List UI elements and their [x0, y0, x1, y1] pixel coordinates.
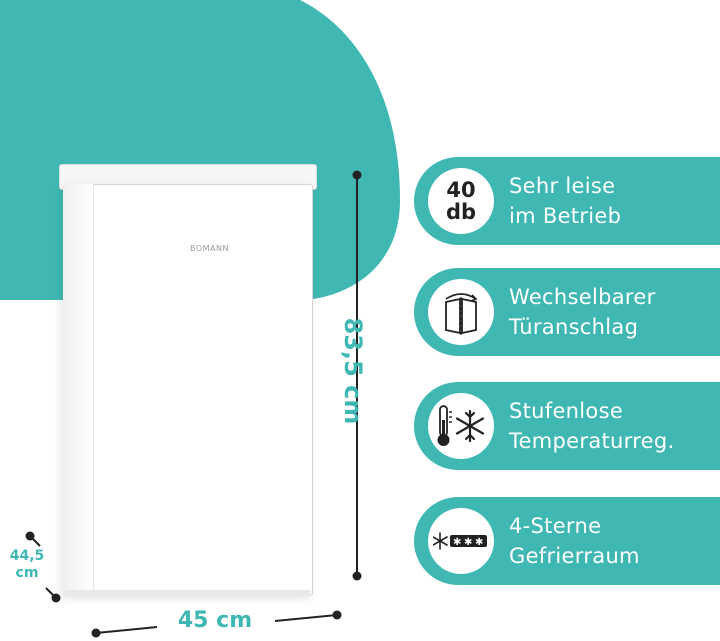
depth-unit: cm — [15, 565, 39, 581]
feature-title: 4-Sterne — [509, 514, 602, 538]
decibel-icon: 40 db — [428, 168, 494, 234]
width-dot-right — [332, 610, 342, 620]
svg-text:✱: ✱ — [453, 537, 461, 548]
depth-label: 44,5 cm — [4, 548, 50, 582]
feature-title: Sehr leise — [509, 174, 616, 198]
feature-title: Stufenlose — [509, 399, 624, 423]
height-dot-bottom — [352, 571, 362, 581]
feature-subtitle: Türanschlag — [509, 315, 639, 339]
depth-dot-bottom — [51, 593, 61, 603]
fridge-base — [65, 590, 311, 596]
door-swap-icon — [428, 279, 494, 345]
depth-value: 44,5 — [9, 548, 45, 564]
thermometer-snowflake-icon — [428, 393, 494, 459]
width-label: 45 cm — [177, 608, 253, 633]
svg-text:✱: ✱ — [464, 537, 472, 548]
feature-pill-door: Wechselbarer Türanschlag — [414, 268, 720, 356]
height-label: 83,5 cm — [339, 317, 367, 425]
decibel-value: 40 — [446, 178, 476, 202]
feature-pill-noise: 40 db Sehr leise im Betrieb — [414, 157, 720, 245]
depth-dot-top — [25, 531, 35, 541]
decibel-unit: db — [445, 200, 477, 224]
four-star-freezer-icon: ✱ ✱ ✱ — [428, 508, 494, 574]
svg-text:✱: ✱ — [475, 537, 483, 548]
feature-title: Wechselbarer — [509, 285, 656, 309]
width-line-left — [95, 626, 158, 634]
feature-pill-temperature: Stufenlose Temperaturreg. — [414, 382, 720, 470]
feature-subtitle: Gefrierraum — [509, 544, 640, 568]
width-dot-left — [91, 628, 101, 638]
feature-subtitle: im Betrieb — [509, 204, 622, 228]
fridge-side-panel — [63, 184, 94, 594]
fridge-image: BOMANN — [55, 158, 321, 598]
feature-subtitle: Temperaturreg. — [509, 429, 675, 453]
fridge-brand-logo: BOMANN — [190, 244, 229, 253]
width-line-right — [274, 614, 338, 622]
feature-pill-freezer: ✱ ✱ ✱ 4-Sterne Gefrierraum — [414, 497, 720, 585]
height-dot-top — [352, 170, 362, 180]
